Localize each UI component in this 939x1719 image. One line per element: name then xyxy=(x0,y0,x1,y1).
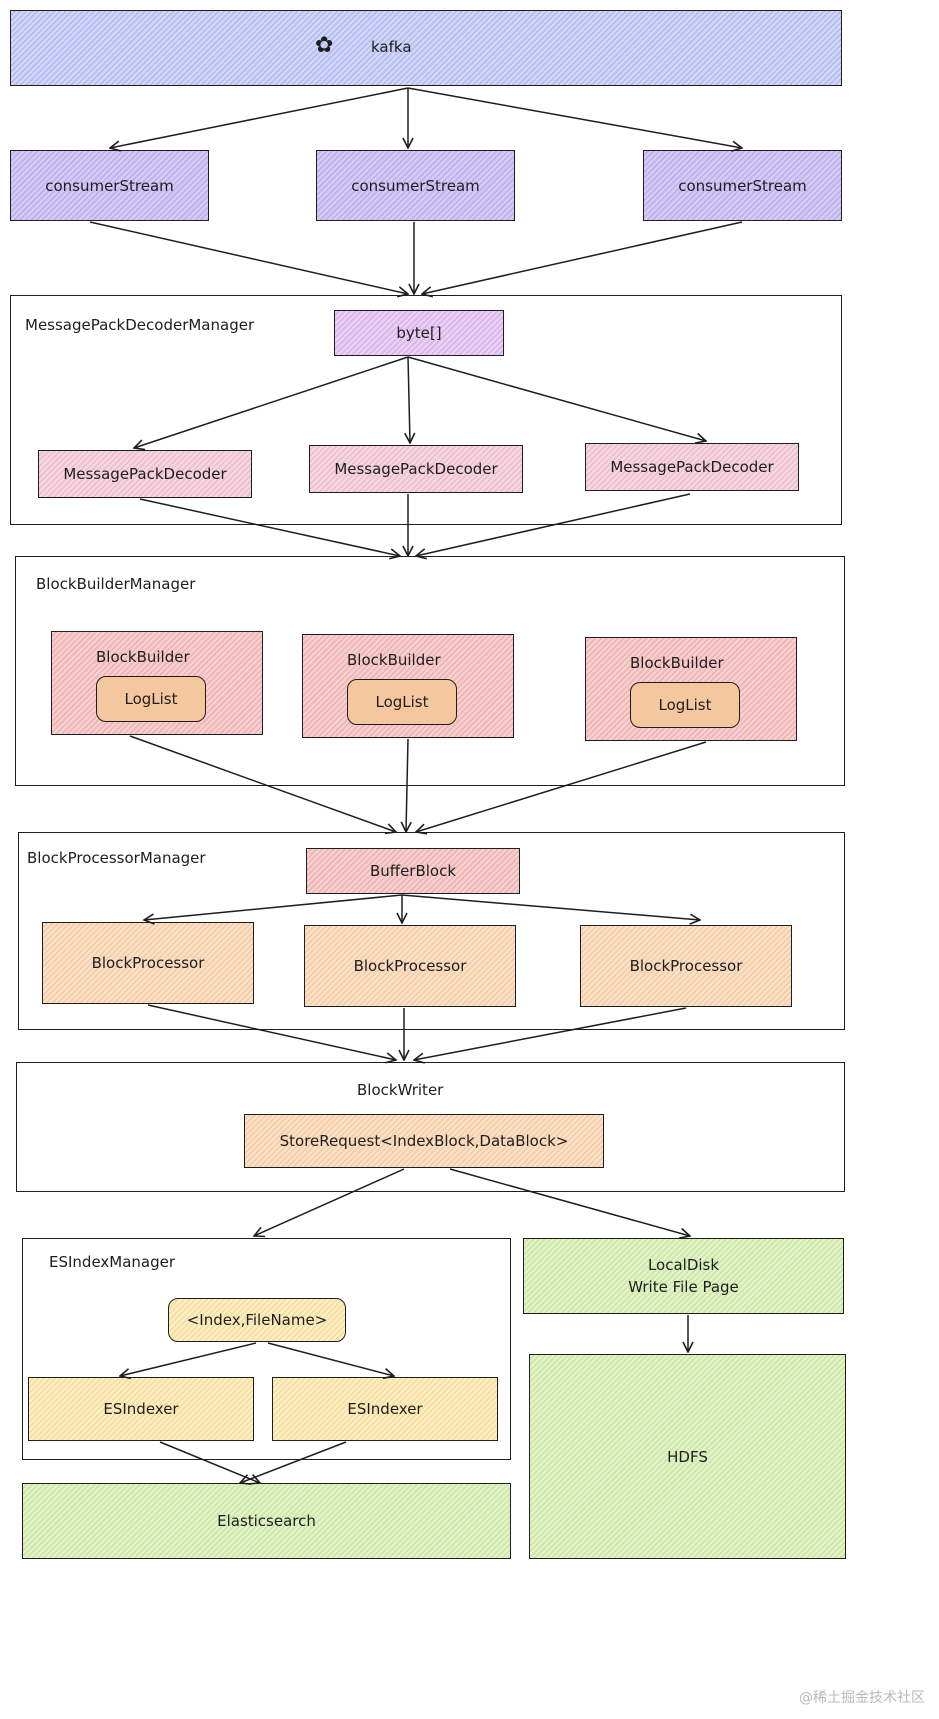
arrow xyxy=(449,1168,690,1236)
kafka-box: ✿ kafka xyxy=(10,10,842,86)
es-indexer-2: ESIndexer xyxy=(272,1377,498,1441)
block-processor-3: BlockProcessor xyxy=(580,925,792,1007)
decoder-box-1: MessagePackDecoder xyxy=(38,450,252,498)
loglist-box: LogList xyxy=(96,676,206,722)
es-indexer-1: ESIndexer xyxy=(28,1377,254,1441)
hdfs-label: HDFS xyxy=(667,1447,708,1466)
arrow xyxy=(254,1168,405,1236)
decoder-box-2: MessagePackDecoder xyxy=(309,445,523,493)
byte-array-box: byte[] xyxy=(334,310,504,356)
block-builder-1: BlockBuilder LogList xyxy=(51,631,263,735)
decoder-manager-title: MessagePackDecoderManager xyxy=(25,316,255,334)
arrow xyxy=(120,1342,257,1376)
loglist-label: LogList xyxy=(658,696,712,714)
arrow xyxy=(414,1007,687,1060)
local-disk-box: LocalDisk Write File Page xyxy=(523,1238,844,1314)
block-processor-2: BlockProcessor xyxy=(304,925,516,1007)
block-processor-label: BlockProcessor xyxy=(91,954,205,972)
index-filename-box: <Index,FileName> xyxy=(168,1298,346,1342)
block-builder-2: BlockBuilder LogList xyxy=(302,634,514,738)
watermark: @稀土掘金技术社区 xyxy=(799,1690,925,1706)
loglist-label: LogList xyxy=(375,693,429,711)
local-disk-line1: LocalDisk xyxy=(647,1256,720,1274)
decoder-label: MessagePackDecoder xyxy=(610,458,774,476)
arrow xyxy=(159,1441,260,1483)
es-index-manager-title: ESIndexManager xyxy=(49,1253,176,1271)
index-filename-label: <Index,FileName> xyxy=(186,1311,328,1329)
block-builder-label: BlockBuilder xyxy=(96,648,190,666)
loglist-label: LogList xyxy=(124,690,178,708)
arrow xyxy=(422,221,743,294)
block-processor-1: BlockProcessor xyxy=(42,922,254,1004)
arrow xyxy=(407,87,742,148)
arrow xyxy=(139,498,400,556)
decoder-box-3: MessagePackDecoder xyxy=(585,443,799,491)
kafka-label: kafka xyxy=(371,38,412,56)
arrow xyxy=(407,356,706,441)
store-request-box: StoreRequest<IndexBlock,DataBlock> xyxy=(244,1114,604,1168)
block-processor-label: BlockProcessor xyxy=(353,957,467,975)
local-disk-text: LocalDisk Write File Page xyxy=(524,1254,843,1298)
arrow xyxy=(240,1441,347,1483)
buffer-block-label: BufferBlock xyxy=(369,862,457,880)
arrow xyxy=(416,741,707,832)
consumer-stream-label: consumerStream xyxy=(351,176,480,195)
arrow xyxy=(147,1004,396,1060)
loglist-box: LogList xyxy=(630,682,740,728)
es-indexer-label: ESIndexer xyxy=(103,1400,179,1418)
arrow xyxy=(408,356,410,443)
arrow xyxy=(406,738,408,832)
consumer-stream-label: consumerStream xyxy=(678,176,807,195)
store-request-label: StoreRequest<IndexBlock,DataBlock> xyxy=(279,1132,569,1150)
block-builder-label: BlockBuilder xyxy=(630,654,724,672)
block-builder-label: BlockBuilder xyxy=(347,651,441,669)
arrow xyxy=(267,1342,394,1376)
byte-array-label: byte[] xyxy=(396,324,442,342)
arrow xyxy=(110,87,409,148)
elasticsearch-box: Elasticsearch xyxy=(22,1483,511,1559)
consumer-stream-label: consumerStream xyxy=(45,176,174,195)
arrow xyxy=(401,894,700,920)
block-writer-title: BlockWriter xyxy=(357,1081,444,1099)
elasticsearch-label: Elasticsearch xyxy=(217,1512,316,1530)
block-builder-3: BlockBuilder LogList xyxy=(585,637,797,741)
block-processor-manager-title: BlockProcessorManager xyxy=(27,849,206,867)
loglist-box: LogList xyxy=(347,679,457,725)
hdfs-box: HDFS xyxy=(529,1354,846,1559)
arrow xyxy=(416,493,691,556)
decoder-label: MessagePackDecoder xyxy=(334,460,498,478)
arrow xyxy=(89,221,408,294)
arrow xyxy=(144,894,403,920)
buffer-block-box: BufferBlock xyxy=(306,848,520,894)
kafka-logo-icon: ✿ xyxy=(315,33,334,58)
local-disk-line2: Write File Page xyxy=(628,1278,739,1296)
arrow xyxy=(129,735,396,832)
consumer-stream-2: consumerStream xyxy=(316,150,515,221)
block-builder-manager-title: BlockBuilderManager xyxy=(36,575,196,593)
block-processor-label: BlockProcessor xyxy=(629,957,743,975)
decoder-label: MessagePackDecoder xyxy=(63,465,227,483)
es-indexer-label: ESIndexer xyxy=(347,1400,423,1418)
arrow xyxy=(134,356,409,448)
consumer-stream-1: consumerStream xyxy=(10,150,209,221)
